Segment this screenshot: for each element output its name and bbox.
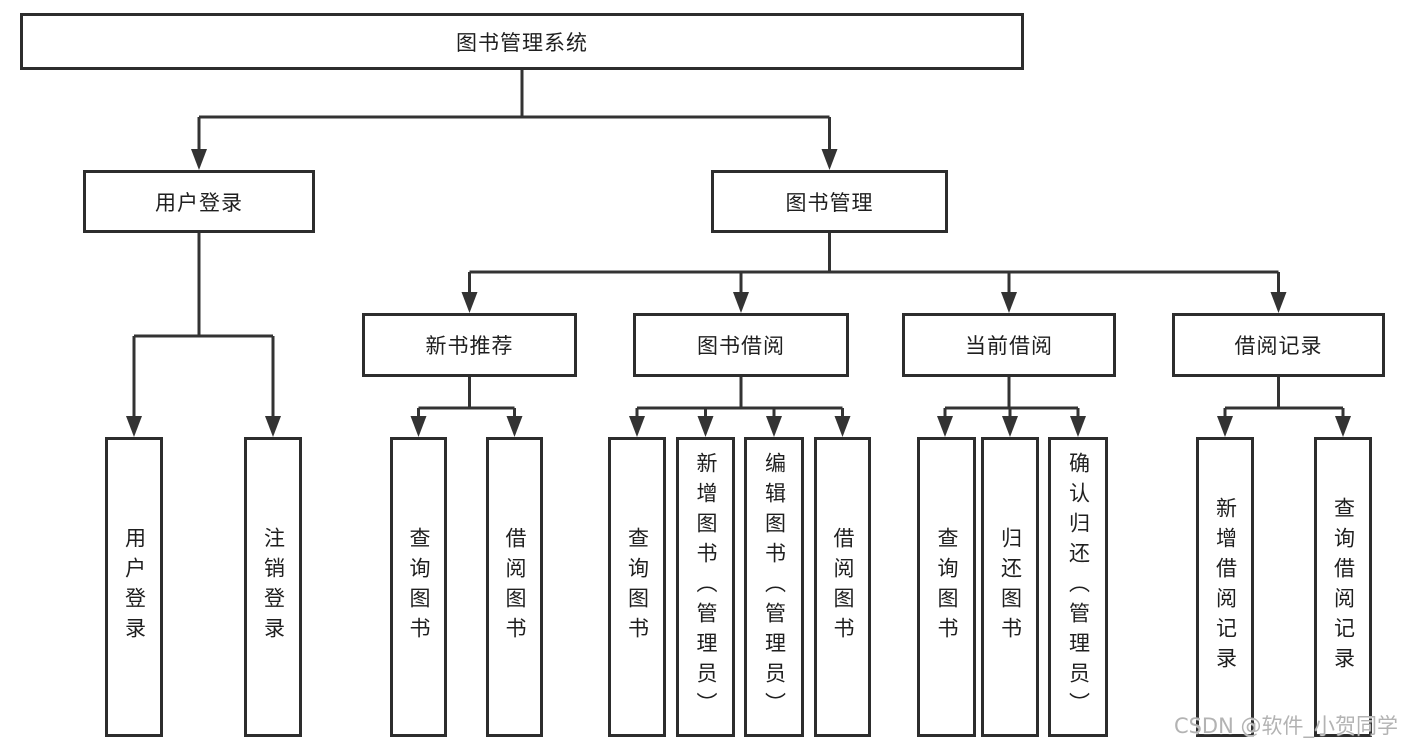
node-library-system-label: 图书管理系统 (456, 30, 588, 55)
leaf-user-login: 用户登录 (105, 437, 163, 737)
leaf-query-books-current: 查询图书 (917, 437, 976, 737)
node-book-borrowing: 图书借阅 (633, 313, 849, 377)
leaf-return-book: 归还图书 (981, 437, 1039, 737)
node-current-borrowing: 当前借阅 (902, 313, 1116, 377)
node-book-management: 图书管理 (711, 170, 948, 233)
leaf-logout-label: 注销登录 (261, 527, 286, 647)
leaf-query-books-current-label: 查询图书 (935, 527, 959, 647)
leaf-query-books-borrowing: 查询图书 (608, 437, 666, 737)
leaf-borrow-books-recommend-label: 借阅图书 (503, 527, 527, 647)
csdn-watermark: CSDN @软件_小贺同学 (1173, 714, 1398, 738)
leaf-user-login-label: 用户登录 (122, 527, 147, 647)
node-user-login: 用户登录 (83, 170, 315, 233)
leaf-query-borrow-record: 查询借阅记录 (1314, 437, 1372, 737)
node-book-borrowing-label: 图书借阅 (697, 334, 785, 358)
node-book-management-label: 图书管理 (785, 190, 874, 215)
leaf-logout: 注销登录 (244, 437, 302, 737)
node-new-book-recommend-label: 新书推荐 (425, 334, 514, 358)
leaf-confirm-return-admin: 确认归还（管理员） (1048, 437, 1108, 737)
leaf-query-books-recommend: 查询图书 (390, 437, 447, 737)
node-borrowing-records-label: 借阅记录 (1234, 334, 1323, 358)
leaf-edit-book-admin-label: 编辑图书（管理员） (762, 452, 787, 722)
leaf-add-borrow-record: 新增借阅记录 (1196, 437, 1254, 737)
node-current-borrowing-label: 当前借阅 (965, 334, 1053, 358)
leaf-add-book-admin: 新增图书（管理员） (676, 437, 735, 737)
node-library-system: 图书管理系统 (20, 13, 1024, 70)
leaf-confirm-return-admin-label: 确认归还（管理员） (1066, 452, 1091, 722)
leaf-query-borrow-record-label: 查询借阅记录 (1331, 497, 1356, 677)
node-user-login-label: 用户登录 (155, 190, 243, 215)
node-new-book-recommend: 新书推荐 (362, 313, 577, 377)
leaf-borrow-books-recommend: 借阅图书 (486, 437, 543, 737)
leaf-add-book-admin-label: 新增图书（管理员） (694, 452, 718, 722)
leaf-return-book-label: 归还图书 (998, 527, 1023, 647)
leaf-edit-book-admin: 编辑图书（管理员） (744, 437, 804, 737)
leaf-query-books-recommend-label: 查询图书 (407, 527, 431, 647)
leaf-query-books-borrowing-label: 查询图书 (625, 527, 650, 647)
node-borrowing-records: 借阅记录 (1172, 313, 1385, 377)
leaf-borrow-books-borrowing-label: 借阅图书 (831, 527, 855, 647)
leaf-add-borrow-record-label: 新增借阅记录 (1213, 497, 1238, 677)
leaf-borrow-books-borrowing: 借阅图书 (814, 437, 871, 737)
